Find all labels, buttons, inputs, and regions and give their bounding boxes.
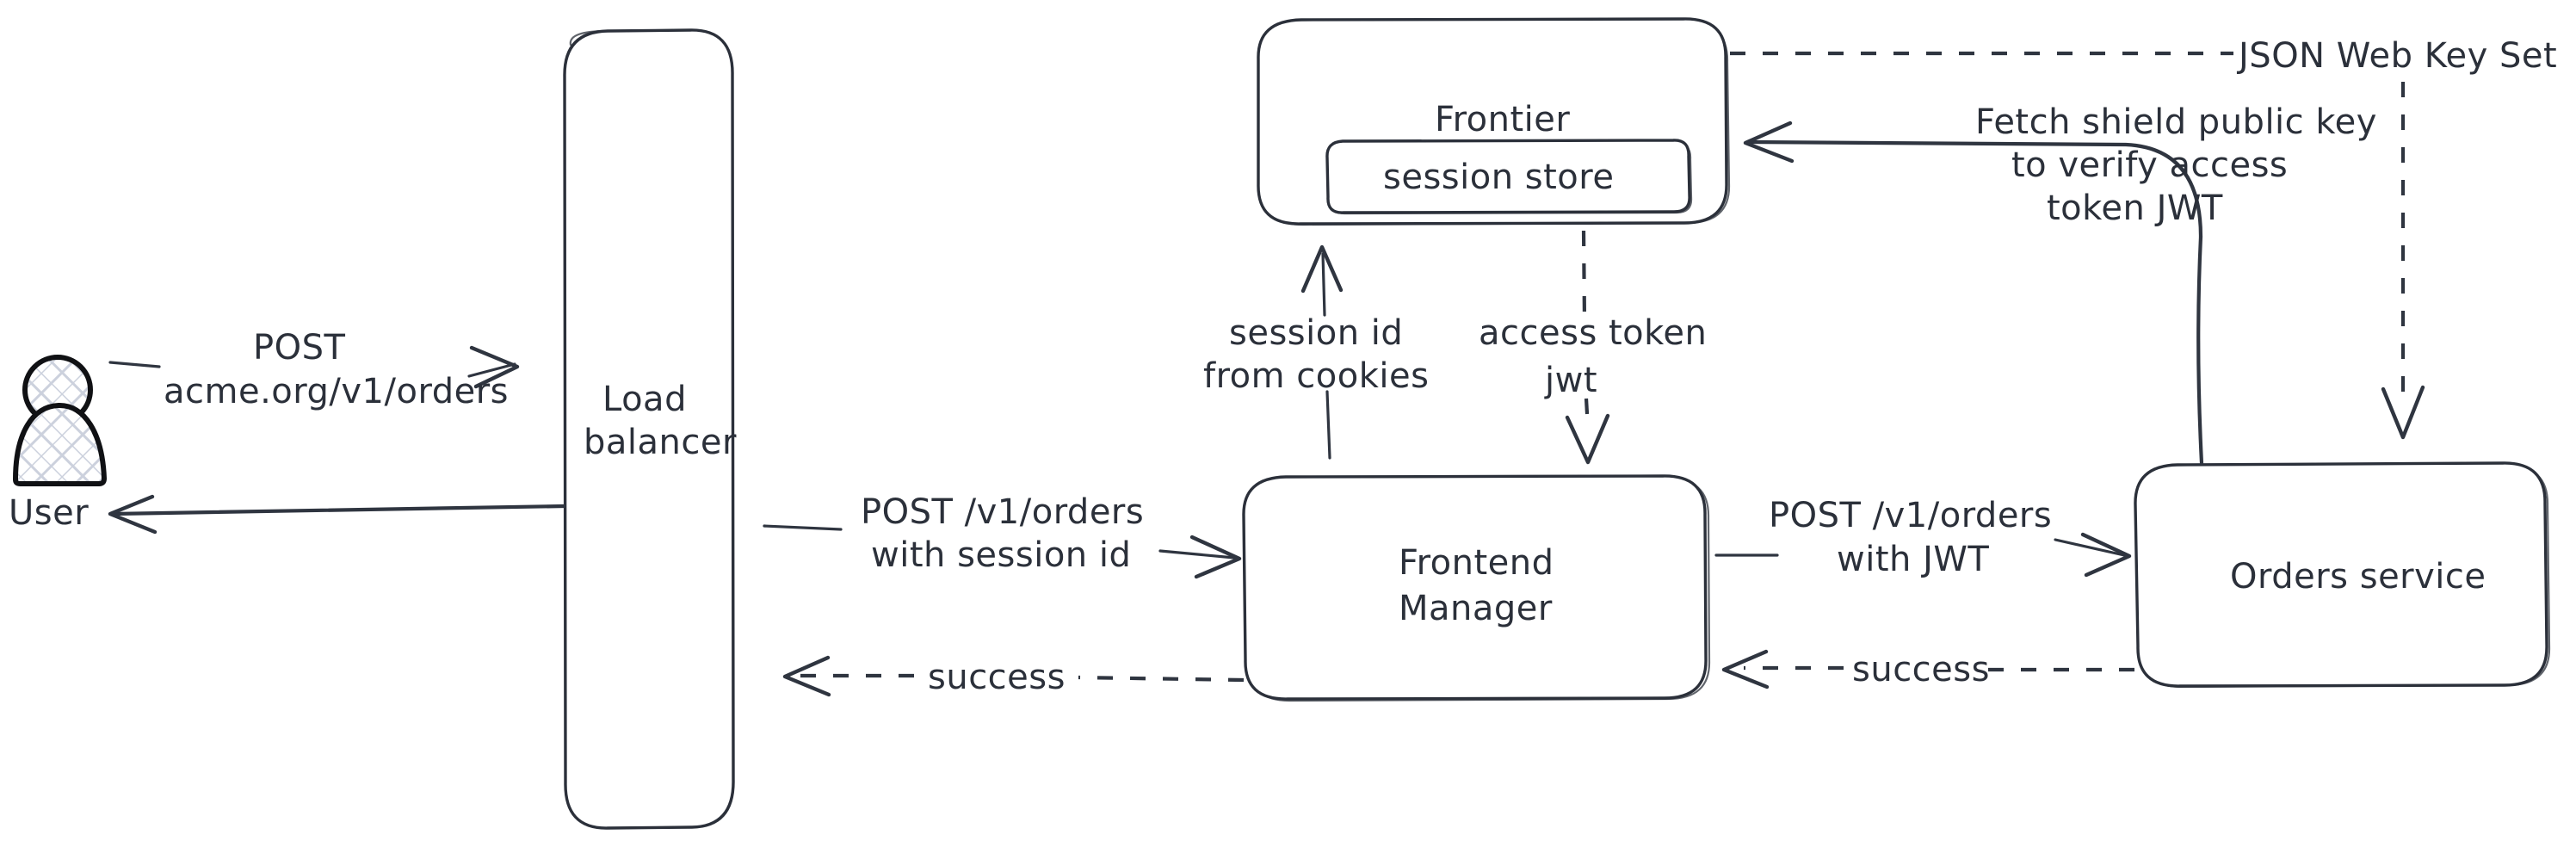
edge-orders-to-fm-arrowhead [1721,649,1770,689]
edge-user-to-lb-line [108,361,161,368]
actor-user[interactable]: User [9,355,107,533]
edge-orders-to-frontier-arrowhead [1743,121,1795,164]
frontend-manager-label-line2: Manager [1399,589,1553,628]
edge-orders-to-frontier-horizontal [1747,139,2203,239]
edge-user-to-load-balancer[interactable]: POST acme.org/v1/orders [108,328,520,411]
frontier-label: Frontier [1435,100,1570,139]
node-orders-service[interactable]: Orders service [2134,461,2551,689]
load-balancer-label-line1: Load [602,380,687,419]
edge-fm-to-frontier[interactable]: session id from cookies [1203,244,1429,460]
edge-frontier-to-orders-jwks[interactable]: JSON Web Key Set [1730,36,2557,440]
node-frontend-manager[interactable]: Frontend Manager [1242,474,1711,702]
edge-fm-to-lb-dashed-right [1078,675,1245,683]
session-store-shape [1325,139,1691,214]
edge-lb-to-fm-label-line1: POST /v1/orders [861,492,1144,532]
edge-user-to-lb-line-tail [467,362,516,378]
edge-load-balancer-to-user[interactable] [108,494,566,535]
edge-jwks-arrowhead [2381,385,2425,440]
edge-fm-to-orders-line-tail [2054,538,2126,557]
frontend-manager-label-line1: Frontend [1399,543,1554,583]
edge-jwks-label: JSON Web Key Set [2236,36,2557,76]
session-store-label: session store [1383,158,1614,197]
edge-frontier-to-fm-arrowhead [1565,413,1610,465]
node-session-store[interactable]: session store [1325,139,1693,215]
edge-fm-to-orders-label-line2: with JWT [1837,540,1989,579]
edge-fm-to-lb-success[interactable]: success [782,655,1245,697]
actor-user-label: User [9,493,89,533]
edge-orders-to-frontier-fetch[interactable]: Fetch shield public key to verify access… [1743,102,2377,466]
edge-lb-to-frontend-manager[interactable]: POST /v1/orders with session id [763,492,1242,579]
person-actor-icon-body [13,402,107,486]
edge-fm-to-orders-label-line1: POST /v1/orders [1769,496,2052,535]
node-load-balancer[interactable]: Load balancer [563,28,737,830]
edge-orders-to-frontier-label-line1: Fetch shield public key [1975,102,2377,142]
edge-lb-to-fm-line [763,524,843,531]
edge-user-to-lb-label-line1: POST [253,328,345,368]
edge-orders-to-fm-success-label: success [1852,650,1990,689]
edge-lb-to-user-line [111,504,566,516]
edge-fm-to-lb-arrowhead [782,655,831,697]
edge-fm-to-frontier-label-line2: from cookies [1203,356,1429,396]
edge-orders-to-frontier-label-line2: to verify access [2011,145,2288,185]
edge-fm-to-frontier-line-upper [1321,252,1326,317]
edge-fm-to-frontier-label-line1: session id [1229,313,1403,353]
orders-service-label: Orders service [2230,557,2486,597]
edge-orders-to-fm-success[interactable]: success [1721,649,2134,689]
edge-frontier-to-fm-dashed-lower [1584,398,1591,430]
edge-frontier-to-fm[interactable]: access token jwt [1479,230,1707,465]
load-balancer-shape [563,28,735,830]
edge-fm-to-orders-arrowhead [2080,532,2132,578]
edge-lb-to-fm-arrowhead [1189,535,1242,579]
frontend-manager-shape [1242,474,1708,701]
edge-lb-to-fm-line-tail [1158,549,1236,560]
edge-lb-to-user-arrowhead [108,494,158,535]
node-frontier[interactable]: Frontier session store [1257,17,1731,226]
edge-user-to-lb-label-line2: acme.org/v1/orders [164,372,509,411]
edge-fm-to-frontier-arrowhead [1300,244,1344,294]
edge-frontier-to-fm-label-line1: access token [1479,313,1707,353]
load-balancer-label-line2: balancer [584,423,737,462]
edge-orders-to-frontier-label-line3: token JWT [2047,189,2223,228]
edge-orders-to-frontier-vertical [2196,234,2204,466]
edge-frontier-to-fm-dashed-upper [1581,230,1587,322]
edge-user-to-lb-arrowhead [469,345,520,389]
orders-service-shape [2134,461,2548,688]
edge-lb-to-fm-label-line2: with session id [871,535,1131,575]
edge-fm-to-orders[interactable]: POST /v1/orders with JWT [1714,496,2132,579]
edge-frontier-to-fm-label-line2: jwt [1544,361,1597,400]
edge-fm-to-frontier-line-lower [1325,390,1331,460]
edge-fm-to-lb-success-label: success [928,658,1066,697]
